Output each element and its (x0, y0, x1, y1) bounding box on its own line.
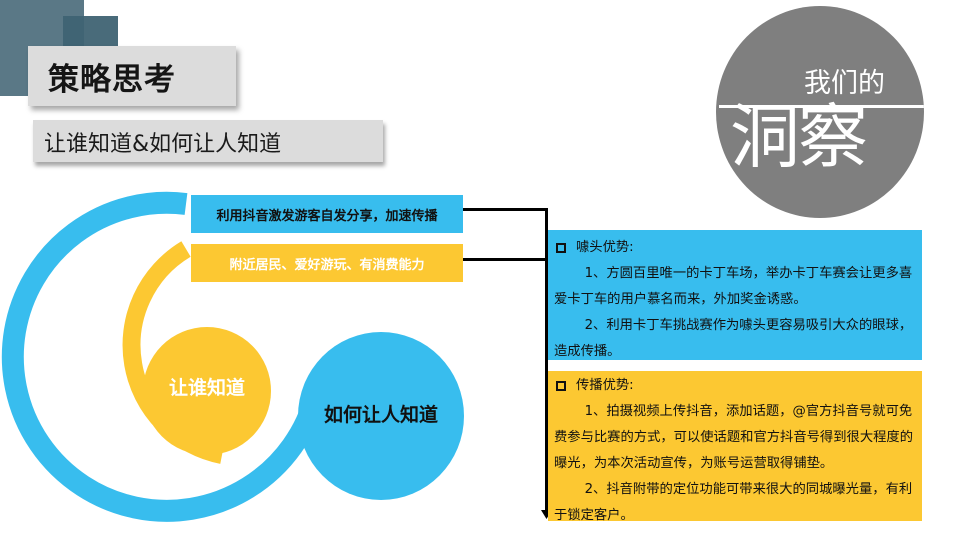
panel-item: 1、拍摄视频上传抖音，添加话题，@官方抖音号就可免费参与比赛的方式，可以使话题和… (554, 404, 914, 471)
panel-item: 1、方圆百里唯一的卡丁车场，举办卡丁车赛会让更多喜爱卡丁车的用户慕名而来，外加奖… (554, 266, 913, 307)
blue-arc (1, 191, 327, 522)
page-title: 策略思考 (48, 62, 176, 98)
panel-heading-row: 传播优势: (554, 373, 916, 399)
target-audience-label: 附近居民、爱好游玩、有消费能力 (191, 244, 463, 282)
how-circle: 如何让人知道 (298, 332, 464, 500)
square-bullet-icon (556, 243, 566, 253)
panel-item: 2、抖音附带的定位功能可带来很大的同城曝光量，有利于锁定客户。 (554, 482, 913, 523)
panel-heading: 传播优势: (576, 378, 634, 393)
subtitle-box: 让谁知道&如何让人知道 (33, 120, 383, 162)
connector-line-top (463, 208, 547, 211)
audience-strategy-text: 利用抖音激发游客自发分享，加速传播 (216, 209, 438, 224)
panel-heading-row: 噱头优势: (554, 235, 916, 261)
page-subtitle: 让谁知道&如何让人知道 (44, 132, 282, 157)
title-box: 策略思考 (28, 46, 236, 106)
square-bullet-icon (556, 381, 566, 391)
insight-badge: 我们的 洞察 (716, 6, 924, 218)
connector-line-vertical (545, 208, 548, 512)
target-audience-text: 附近居民、爱好游玩、有消费能力 (229, 258, 425, 273)
connector-line-middle (463, 258, 547, 261)
audience-strategy-label: 利用抖音激发游客自发分享，加速传播 (191, 195, 463, 233)
how-circle-text: 如何让人知道 (323, 404, 438, 426)
spread-advantage-panel: 传播优势: 1、拍摄视频上传抖音，添加话题，@官方抖音号就可免费参与比赛的方式，… (548, 371, 922, 523)
insight-divider (719, 105, 924, 108)
who-circle: 让谁知道 (143, 327, 271, 455)
insight-badge-big-text: 洞察 (730, 96, 868, 178)
who-circle-text: 让谁知道 (168, 377, 245, 399)
panel-item: 2、利用卡丁车挑战赛作为噱头更容易吸引大众的眼球，造成传播。 (554, 318, 913, 359)
panel-heading: 噱头优势: (576, 240, 634, 255)
insight-badge-small-text: 我们的 (804, 68, 885, 99)
hype-advantage-panel: 噱头优势: 1、方圆百里唯一的卡丁车场，举办卡丁车赛会让更多喜爱卡丁车的用户慕名… (548, 230, 922, 360)
